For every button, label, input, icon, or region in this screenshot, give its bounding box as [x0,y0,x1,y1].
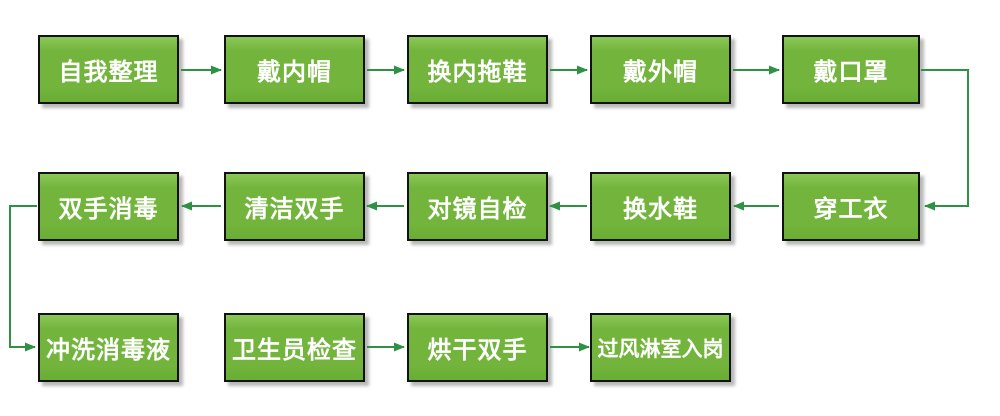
node-wear-mask: 戴口罩 [782,35,920,104]
node-wear-inner-cap: 戴内帽 [224,35,365,104]
node-wear-work-clothes: 穿工衣 [782,172,920,241]
node-change-water-boots: 换水鞋 [590,172,731,241]
elbow-mask-to-work-clothes [921,69,969,211]
node-dry-hands: 烘干双手 [407,313,548,382]
node-mirror-self-check: 对镜自检 [407,172,548,241]
node-air-shower-entry: 过风淋室入岗 [590,313,731,382]
node-change-inner-slippers: 换内拖鞋 [407,35,548,104]
node-self-tidy: 自我整理 [38,35,179,104]
node-wear-outer-cap: 戴外帽 [590,35,731,104]
node-disinfect-hands: 双手消毒 [38,172,179,241]
node-hygienist-inspection: 卫生员检查 [224,313,365,382]
elbow-disinfect-to-rinse [9,205,37,352]
node-rinse-disinfectant: 冲洗消毒液 [38,313,179,382]
node-clean-hands: 清洁双手 [224,172,365,241]
